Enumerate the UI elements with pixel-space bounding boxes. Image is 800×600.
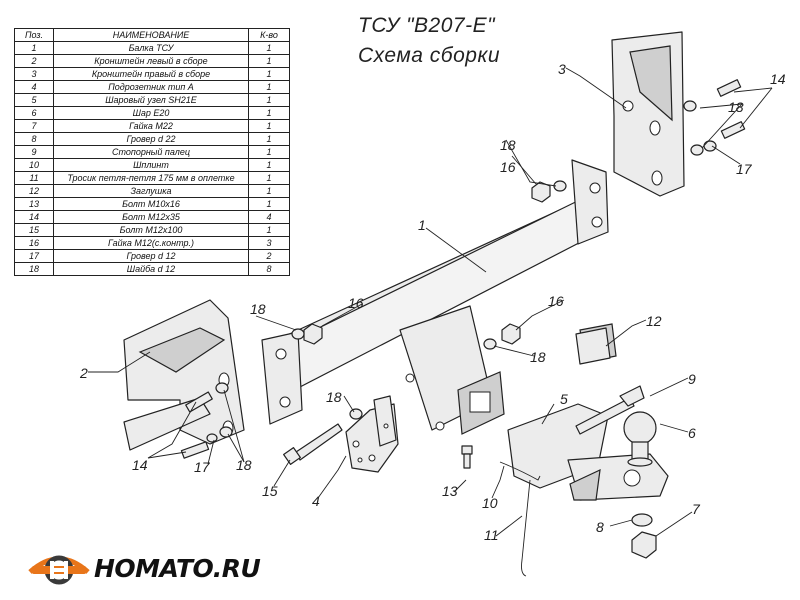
callout-10: 10: [482, 495, 498, 511]
callout-18-beam-right: 18: [530, 349, 546, 365]
leader-lines: [88, 67, 773, 537]
callout-17-left: 17: [194, 459, 211, 475]
callout-2: 2: [79, 365, 88, 381]
callout-17-right: 17: [736, 161, 753, 177]
callout-18-beam-left: 18: [250, 301, 266, 317]
long-bolt-part: [283, 423, 343, 465]
callout-9: 9: [688, 371, 696, 387]
cotter-and-cable-part: [499, 461, 541, 577]
bolt-m10-part: [461, 445, 473, 469]
callout-8: 8: [596, 519, 604, 535]
callout-18-left: 18: [236, 457, 252, 473]
tow-ball-part: [623, 411, 657, 467]
title-model: ТСУ "B207-E": [358, 14, 496, 37]
logo-text: HOMATO.RU: [94, 553, 261, 583]
callout-3: 3: [558, 61, 566, 77]
row-name: Шайба d 12: [53, 262, 249, 276]
table-header-row: Поз. НАИМЕНОВАНИЕ К-во: [14, 28, 290, 42]
callout-6: 6: [688, 425, 696, 441]
row-quantity: 4: [248, 210, 290, 224]
right-bracket-part: [611, 31, 685, 197]
callout-1: 1: [418, 217, 426, 233]
callout-labels: 1 2 3 4 5 6 7 8 9 10 11 12 13 14 14 15 1…: [79, 61, 786, 543]
callout-14-right: 14: [770, 71, 786, 87]
homato-logo: HOMATO.RU: [24, 545, 261, 591]
callout-16-top: 16: [500, 159, 516, 175]
row-quantity: 8: [248, 262, 290, 276]
callout-11: 11: [484, 527, 499, 543]
callout-18-top: 18: [500, 137, 516, 153]
callout-18-plate: 18: [326, 389, 342, 405]
left-bracket-part: [123, 299, 245, 451]
callout-16-beam-left: 16: [348, 295, 364, 311]
callout-7: 7: [692, 501, 701, 517]
fasteners-group: [180, 79, 746, 559]
callout-12: 12: [646, 313, 662, 329]
callout-16-beam-right: 16: [548, 293, 564, 309]
title-subtitle: Схема сборки: [358, 44, 501, 67]
end-cap-part: [575, 323, 617, 365]
car-hitch-logo-icon: [28, 555, 90, 585]
lock-pin-part: [575, 385, 645, 435]
callout-18-right: 18: [728, 99, 744, 115]
socket-plate-part: [345, 395, 399, 473]
callout-4: 4: [312, 493, 320, 509]
row-quantity: 1: [248, 119, 290, 133]
callout-13: 13: [442, 483, 458, 499]
callout-5: 5: [560, 391, 568, 407]
callout-14-left: 14: [132, 457, 148, 473]
main-beam-part: [261, 159, 609, 435]
callout-15: 15: [262, 483, 278, 499]
